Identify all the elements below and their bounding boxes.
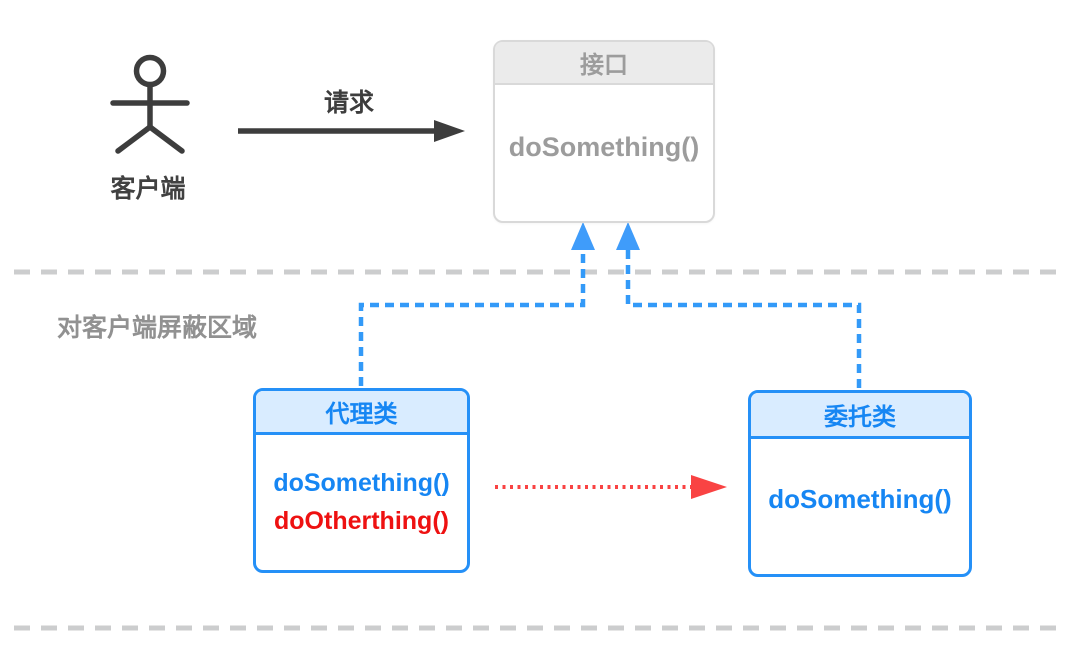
right-arrowhead-icon [691, 475, 727, 499]
client-actor-icon [110, 54, 190, 154]
delegate-to-interface-connector [616, 222, 862, 388]
proxy-to-interface-connector [358, 222, 595, 386]
request-label: 请求 [323, 89, 374, 117]
delegate-class-box: 委托类 doSomething() [748, 390, 972, 577]
delegate-class-title: 委托类 [751, 393, 969, 439]
hidden-region-label: 对客户端屏蔽区域 [57, 314, 258, 342]
request-arrow [238, 120, 465, 142]
client-actor-label: 客户端 [110, 175, 186, 203]
proxy-class-box: 代理类 doSomething() doOtherthing() [253, 388, 470, 573]
interface-class-title: 接口 [495, 42, 713, 85]
proxy-method-dosomething: doSomething() [273, 469, 450, 497]
up-arrowhead-icon [616, 222, 640, 250]
proxy-to-delegate-arrow [495, 475, 727, 499]
proxy-class-title: 代理类 [256, 391, 467, 435]
delegate-method-dosomething: doSomething() [768, 484, 952, 514]
proxy-method-dootherthing: doOtherthing() [274, 507, 449, 535]
up-arrowhead-icon [571, 222, 595, 250]
interface-class-box: 接口 doSomething() [493, 40, 715, 223]
interface-method: doSomething() [508, 131, 700, 162]
